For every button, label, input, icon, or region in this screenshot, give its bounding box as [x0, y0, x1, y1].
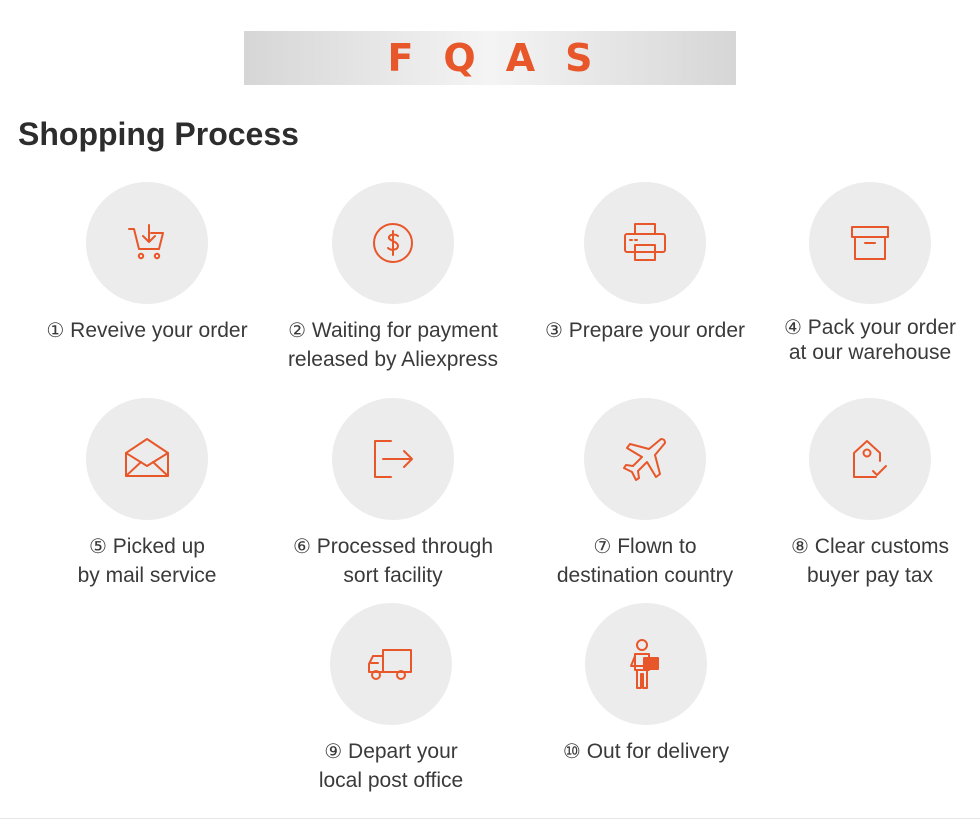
step-text-line2: local post office — [318, 769, 464, 792]
step-4: ④ Pack your order at our warehouse — [745, 182, 980, 367]
step-icon-circle — [584, 182, 706, 304]
step-text-line1: Pack your order — [807, 316, 956, 339]
step-number: ⑥ — [292, 534, 311, 558]
step-number: ⑤ — [88, 534, 107, 558]
step-icon-circle — [585, 603, 707, 725]
bottom-divider — [0, 818, 980, 819]
step-label: ② Waiting for payment released by Aliexp… — [268, 316, 518, 374]
step-text-line1: Picked up — [112, 535, 205, 558]
step-9: ⑨ Depart your local post office — [266, 603, 516, 795]
truck-icon — [368, 649, 412, 680]
step-5: ⑤ Picked up by mail service — [22, 398, 272, 590]
step-text-line2: by mail service — [77, 564, 217, 587]
step-icon-circle — [332, 398, 454, 520]
step-label: ④ Pack your order at our warehouse — [745, 313, 980, 367]
step-label: ⑤ Picked up by mail service — [22, 532, 272, 590]
printer-icon — [624, 223, 666, 261]
step-text-line2: released by Aliexpress — [287, 348, 499, 371]
step-text-line1: Reveive your order — [70, 319, 248, 342]
step-icon-circle — [584, 398, 706, 520]
step-number: ⑨ — [324, 739, 343, 763]
envelope-icon — [125, 438, 169, 477]
step-label: ⑩ Out for delivery — [521, 737, 771, 766]
step-text-line1: Waiting for payment — [311, 319, 498, 342]
step-number: ① — [46, 318, 65, 342]
banner-title: FQAS — [387, 36, 623, 80]
fqas-banner: FQAS — [244, 31, 736, 85]
step-3: ③ Prepare your order — [520, 182, 770, 345]
step-label: ⑦ Flown to destination country — [520, 532, 770, 590]
step-icon-circle — [809, 398, 931, 520]
step-icon-circle — [86, 182, 208, 304]
dollar-coin-icon — [373, 223, 413, 263]
step-number: ⑩ — [562, 739, 581, 763]
step-text-line1: Depart your — [348, 740, 458, 763]
step-label: ⑥ Processed through sort facility — [268, 532, 518, 590]
step-number: ③ — [544, 318, 563, 342]
step-number: ② — [288, 318, 307, 342]
step-7: ⑦ Flown to destination country — [520, 398, 770, 590]
step-icon-circle — [332, 182, 454, 304]
section-title: Shopping Process — [18, 116, 299, 152]
step-text-line1: Prepare your order — [568, 319, 746, 342]
step-number: ④ — [783, 315, 802, 339]
cart-icon — [128, 224, 164, 260]
step-text-line2: sort facility — [343, 564, 443, 587]
step-text-line1: Clear customs — [814, 535, 949, 558]
step-text-line1: Flown to — [617, 535, 697, 558]
export-arrow-icon — [374, 440, 413, 478]
step-label: ① Reveive your order — [22, 316, 272, 345]
step-text-line1: Processed through — [316, 535, 494, 558]
step-icon-circle — [330, 603, 452, 725]
step-icon-circle — [86, 398, 208, 520]
step-text-line2: buyer pay tax — [806, 564, 934, 587]
step-text-line1: Out for delivery — [586, 740, 730, 763]
step-number: ⑦ — [593, 534, 612, 558]
courier-icon — [630, 639, 659, 689]
step-label: ③ Prepare your order — [520, 316, 770, 345]
step-6: ⑥ Processed through sort facility — [268, 398, 518, 590]
airplane-icon — [623, 438, 666, 481]
step-number: ⑧ — [791, 534, 809, 558]
step-10: ⑩ Out for delivery — [521, 603, 771, 766]
step-8: ⑧ Clear customs buyer pay tax — [745, 398, 980, 590]
step-text-line2: destination country — [556, 564, 734, 587]
step-label: ⑧ Clear customs buyer pay tax — [745, 532, 980, 590]
step-text-line2: at our warehouse — [788, 341, 952, 364]
step-2: ② Waiting for payment released by Aliexp… — [268, 182, 518, 374]
box-icon — [851, 226, 889, 260]
step-label: ⑨ Depart your local post office — [266, 737, 516, 795]
tag-check-icon — [853, 440, 887, 478]
step-icon-circle — [809, 182, 931, 304]
step-1: ① Reveive your order — [22, 182, 272, 345]
